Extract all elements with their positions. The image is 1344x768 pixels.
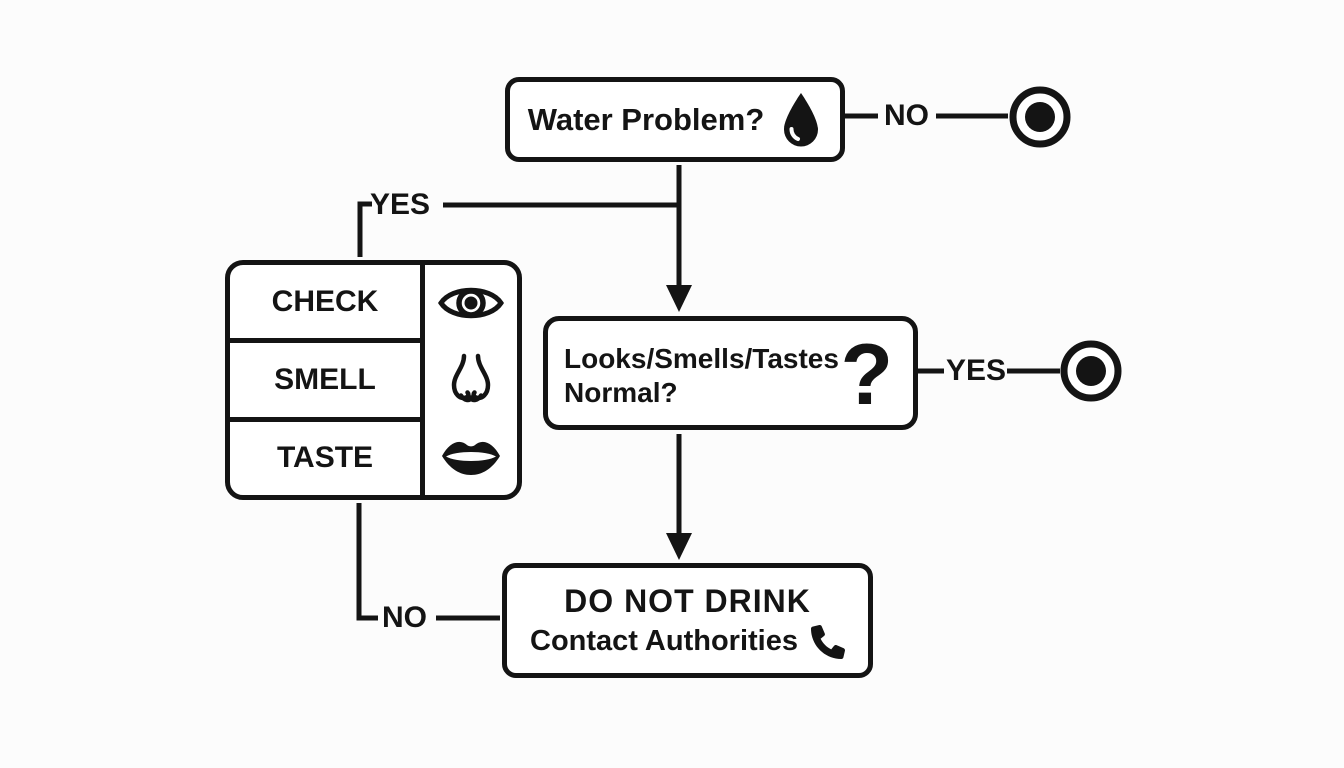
water-drop-icon bbox=[784, 92, 819, 146]
edge-label-no-top: NO bbox=[884, 99, 929, 132]
decision-node-normal: Looks/Smells/Tastes Normal? ? bbox=[543, 316, 918, 430]
table-row-check: CHECK bbox=[230, 265, 420, 344]
phone-icon bbox=[810, 624, 845, 659]
start-node-label: Water Problem? bbox=[527, 101, 765, 137]
icon-cell bbox=[425, 342, 517, 419]
check-table: CHECK SMELL TASTE bbox=[225, 260, 522, 500]
terminal-dot-icon bbox=[1025, 102, 1055, 132]
table-row-taste: TASTE bbox=[276, 441, 374, 475]
end-node-top bbox=[1009, 86, 1071, 148]
arrowhead-to-action bbox=[666, 533, 692, 560]
edge-label-yes-top: YES bbox=[370, 188, 431, 221]
action-node-subtitle: Contact Authorities bbox=[530, 625, 798, 657]
icon-cell bbox=[425, 265, 517, 342]
terminal-dot-icon bbox=[1076, 356, 1106, 386]
decision-line1: Looks/Smells/Tastes bbox=[564, 342, 839, 374]
icon-cell bbox=[425, 418, 517, 495]
decision-line2: Normal? bbox=[564, 376, 678, 408]
edge-label-yes-middle: YES bbox=[946, 354, 1007, 387]
table-row-smell: SMELL bbox=[230, 343, 420, 422]
eye-icon bbox=[438, 288, 504, 319]
check-table-icons bbox=[420, 265, 517, 495]
edge-label-no-bottom: NO bbox=[382, 601, 427, 634]
action-node-title: DO NOT DRINK bbox=[564, 582, 811, 619]
check-table-labels: CHECK SMELL TASTE bbox=[230, 265, 420, 495]
arrowhead-to-decision bbox=[666, 285, 692, 312]
action-node-subtitle-row: Contact Authorities bbox=[530, 624, 845, 659]
lips-icon bbox=[442, 441, 500, 475]
end-node-middle bbox=[1060, 340, 1122, 402]
decision-node-text: Looks/Smells/Tastes Normal? bbox=[564, 342, 839, 410]
nose-icon bbox=[451, 353, 491, 403]
question-mark-icon: ? bbox=[840, 327, 893, 424]
connector-table-no-corner bbox=[356, 503, 378, 621]
action-node-do-not-drink: DO NOT DRINK Contact Authorities bbox=[502, 563, 873, 678]
connector-yes-corner bbox=[357, 201, 372, 257]
start-node-water-problem: Water Problem? bbox=[505, 77, 845, 162]
